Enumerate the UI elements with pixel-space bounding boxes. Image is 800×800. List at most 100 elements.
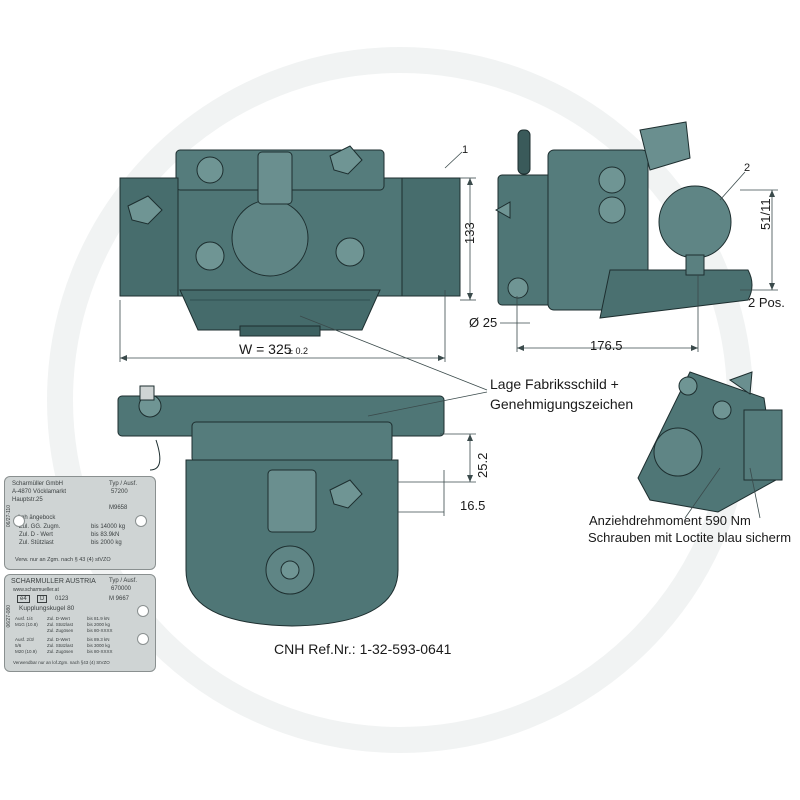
top-locking-pin <box>267 469 317 533</box>
arrow-25-2-top <box>467 434 473 441</box>
front-locking-pin <box>257 151 293 205</box>
front-nut-bottom-left <box>195 241 225 271</box>
plate2-row6-c: bis 80-XXXX <box>87 649 113 654</box>
dim-176-5: 176.5 <box>590 338 623 353</box>
plate2-row1-c: bis 81.9 kN <box>87 616 110 621</box>
plate1-type-value: 57200 <box>111 489 128 495</box>
plate1-rivet-right <box>135 515 147 527</box>
front-right-wing <box>401 177 461 297</box>
front-coupling-ball <box>231 199 309 277</box>
plate-location-line2: Genehmigungszeichen <box>490 396 634 412</box>
arrowheads <box>120 178 775 482</box>
iso-coupling-ball <box>653 427 703 477</box>
front-nut-top-left <box>196 156 224 184</box>
iso-nut-top <box>678 376 698 396</box>
front-base-plate <box>239 325 321 337</box>
front-left-wing <box>119 177 179 297</box>
plate2-row6-a: M20 (10.9) <box>15 649 37 654</box>
plate1-row2-label: Zul. D - Wert <box>19 532 53 538</box>
top-safety-chain <box>149 439 161 471</box>
plate2-row2-c: bis 2000 kg <box>87 622 111 627</box>
plate2-row5-b: Zul. Stützlast <box>47 643 74 648</box>
plate2-row1-b: Zul. D-Wert <box>47 616 70 621</box>
arrow-width-right <box>438 355 445 361</box>
side-bolt-head <box>639 121 691 171</box>
plate2-footer: Verwendbar nur an lof.Zgm. nach §43 (4) … <box>13 660 110 665</box>
torque-line1: Anziehdrehmoment 590 Nm <box>589 513 751 528</box>
dim-16-5: 16.5 <box>460 498 486 513</box>
side-nut-upper <box>598 166 626 194</box>
plate1-row3-value: bis 2000 kg <box>91 540 122 546</box>
leader-plate-top <box>367 391 488 417</box>
plate1-type-label: Typ / Ausf. <box>109 481 138 487</box>
plate2-row4-a: Ausf. 2/3/ <box>15 637 35 642</box>
front-lower-housing <box>179 289 381 331</box>
side-coupling-ball <box>658 185 732 259</box>
plate2-side-code: 06/27-080 <box>6 605 12 628</box>
side-hook-arm <box>599 269 753 319</box>
torque-line2: Schrauben mit Loctite blau sicherm <box>588 530 792 545</box>
arrow-176-left <box>517 345 524 351</box>
plate2-row3-b: Zul. Zugösen <box>47 628 74 633</box>
iso-view <box>637 371 783 513</box>
plate2-product: Kupplungskugel 80 <box>19 605 75 612</box>
plate2-row2-a: M1G (10.8) <box>15 622 38 627</box>
plate1-side-code: 06/27-110 <box>6 505 12 528</box>
plate1-approval: M9658 <box>109 505 128 511</box>
plate2-mark-d: D <box>37 595 48 603</box>
plate1-address2: Hauptstr.25 <box>12 497 43 503</box>
plate2-company: SCHARMULLER AUSTRIA <box>11 578 96 585</box>
name-plate-2: 06/27-080 SCHARMULLER AUSTRIA www.scharm… <box>4 574 156 672</box>
plate2-row4-b: Zul. D-Wert <box>47 637 70 642</box>
arrow-25-2-bottom <box>467 475 473 482</box>
dim-dia-25: Ø 25 <box>469 315 498 330</box>
plate2-row3-c: bis 80-XXXX <box>87 628 113 633</box>
front-wing-nut-left <box>127 195 163 225</box>
top-spring-clip <box>139 385 155 401</box>
plate2-row5-c: bis 3000 kg <box>87 643 111 648</box>
front-wing-nut-top <box>329 145 363 175</box>
dim-2-pos: 2 Pos. <box>748 295 785 310</box>
iso-mount-plate <box>743 409 783 481</box>
arrow-133-bottom <box>467 293 473 300</box>
arrow-176-right <box>691 345 698 351</box>
plate2-mark-code: 0123 <box>55 596 69 602</box>
leader-item-2 <box>719 171 746 201</box>
side-pivot-pin <box>507 277 529 299</box>
plate2-row6-b: Zul. Zugösen <box>47 649 74 654</box>
arrow-133-top <box>467 178 473 185</box>
callout-item-1: 1 <box>462 144 469 156</box>
plate2-rivet-bottom <box>137 633 149 645</box>
arrow-width-left <box>120 355 127 361</box>
side-ball-neck <box>685 254 705 276</box>
side-lever <box>517 129 531 175</box>
plate2-row1-a: Ausf. 1/4 <box>15 616 33 621</box>
plate2-type-label: Typ / Ausf. <box>109 578 138 584</box>
arrow-51-bottom <box>769 283 775 290</box>
plate2-row4-c: bis 89.3 kN <box>87 637 110 642</box>
cnh-reference: CNH Ref.Nr.: 1-32-593-0641 <box>274 641 452 657</box>
leader-plate-front <box>299 315 488 391</box>
plate1-row1-label: Zul. GG. Zugm. <box>19 524 61 530</box>
plate-location-line1: Lage Fabriksschild + <box>490 376 619 392</box>
plate1-address1: A-4870 Vöcklamarkt <box>12 489 67 495</box>
plate1-row2-value: bis 83.9kN <box>91 532 120 538</box>
plate2-type-value: 670000 <box>111 586 132 592</box>
top-socket-center <box>280 560 300 580</box>
top-wing-nut <box>329 479 363 509</box>
leader-item-1 <box>444 151 463 169</box>
name-plate-1: 06/27-110 Scharmüller GmbH A-4870 Vöckla… <box>4 476 156 570</box>
dim-width-tol: ± 0.2 <box>288 346 308 356</box>
plate1-footer: Verw. nur an Zgm. nach § 43 (4) stVZO <box>15 557 111 563</box>
plate1-rivet-left <box>13 515 25 527</box>
dim-width-label: W = 325 <box>239 341 292 357</box>
plate2-row5-a: 5/6 <box>15 643 22 648</box>
iso-lever <box>728 371 753 395</box>
plate2-row2-b: Zul. Stützlast <box>47 622 74 627</box>
top-upper-housing <box>191 421 393 463</box>
plate2-rivet-top <box>137 605 149 617</box>
plate1-row1-value: bis 14000 kg <box>91 524 126 530</box>
plate1-row3-label: Zul. Stützlast <box>19 540 54 546</box>
